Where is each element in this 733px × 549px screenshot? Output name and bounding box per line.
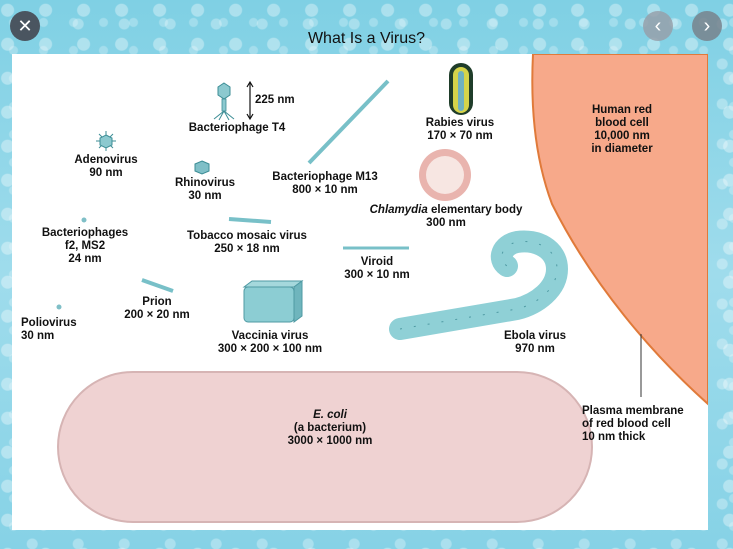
chlamydia-label: Chlamydia elementary body 300 nm xyxy=(354,204,538,230)
rabies-size: 170 × 70 nm xyxy=(427,130,493,142)
f2-line-1: Bacteriophages xyxy=(41,227,129,239)
rabies-virus-label: Rabies virus 170 × 70 nm xyxy=(410,117,510,143)
polio-name: Poliovirus xyxy=(21,317,77,329)
chlamydia-size: 300 nm xyxy=(426,217,466,229)
vaccinia-virus-label: Vaccinia virus 300 × 200 × 100 nm xyxy=(200,330,340,356)
ecoli-label: E. coli (a bacterium) 3000 × 1000 nm xyxy=(260,409,400,448)
chlamydia-rest: elementary body xyxy=(427,204,523,216)
pm-line-1: Plasma membrane xyxy=(582,405,684,417)
chlamydia-shape xyxy=(419,149,471,201)
ebola-size: 970 nm xyxy=(515,343,555,355)
adenovirus-label: Adenovirus 90 nm xyxy=(58,154,154,180)
polio-size: 30 nm xyxy=(21,330,55,342)
red-blood-cell-shape xyxy=(531,54,708,406)
adenovirus-name: Adenovirus xyxy=(74,154,138,166)
ecoli-size: 3000 × 1000 nm xyxy=(287,435,373,447)
m13-size: 800 × 10 nm xyxy=(292,184,358,196)
rbc-line-1: Human red xyxy=(591,104,653,116)
close-icon: ✕ xyxy=(17,15,33,36)
rhinovirus-size: 30 nm xyxy=(188,190,222,202)
f2-line-2: f2, MS2 xyxy=(64,240,106,252)
viroid-label: Viroid 300 × 10 nm xyxy=(332,256,422,282)
tobacco-mosaic-virus-shape xyxy=(228,217,272,224)
rbc-line-3: 10,000 nm xyxy=(594,130,650,142)
red-blood-cell-label: Human red blood cell 10,000 nm in diamet… xyxy=(572,104,672,156)
vaccinia-name: Vaccinia virus xyxy=(231,330,309,342)
plasma-membrane-label: Plasma membrane of red blood cell 10 nm … xyxy=(582,405,684,444)
bacteriophage-m13-shape xyxy=(307,79,390,165)
ebola-virus-label: Ebola virus 970 nm xyxy=(490,330,580,356)
chevron-right-icon: › xyxy=(703,14,711,37)
virus-size-diagram xyxy=(56,54,708,523)
bacteriophage-m13-label: Bacteriophage M13 800 × 10 nm xyxy=(260,171,390,197)
rabies-name: Rabies virus xyxy=(425,117,495,129)
scale-arrow xyxy=(246,80,254,121)
tmv-size: 250 × 18 nm xyxy=(214,243,280,255)
adenovirus-shape xyxy=(96,131,116,151)
prion-label: Prion 200 × 20 nm xyxy=(112,296,202,322)
viroid-size: 300 × 10 nm xyxy=(344,269,410,281)
bacteriophage-f2-shape xyxy=(81,217,87,223)
ecoli-desc: (a bacterium) xyxy=(293,422,367,434)
next-slide-button[interactable]: › xyxy=(692,11,722,41)
previous-slide-button[interactable]: ‹ xyxy=(643,11,673,41)
poliovirus-shape xyxy=(56,304,62,310)
close-button[interactable]: ✕ xyxy=(10,11,40,41)
slide-title: What Is a Virus? xyxy=(307,30,426,47)
rbc-line-4: in diameter xyxy=(591,143,653,155)
bacteriophage-t4-label: Bacteriophage T4 xyxy=(188,122,286,134)
tmv-name: Tobacco mosaic virus xyxy=(187,230,307,242)
chevron-left-icon: ‹ xyxy=(654,14,662,37)
poliovirus-label: Poliovirus 30 nm xyxy=(21,317,77,343)
tobacco-mosaic-virus-label: Tobacco mosaic virus 250 × 18 nm xyxy=(172,230,322,256)
rhinovirus-label: Rhinovirus 30 nm xyxy=(160,177,250,203)
bacteriophage-f2-label: Bacteriophages f2, MS2 24 nm xyxy=(30,227,140,266)
prion-size: 200 × 20 nm xyxy=(124,309,190,321)
f2-size: 24 nm xyxy=(68,253,102,265)
pm-line-2: of red blood cell xyxy=(582,418,671,430)
chlamydia-name: Chlamydia xyxy=(369,204,428,216)
rhinovirus-name: Rhinovirus xyxy=(174,177,236,189)
ecoli-name: E. coli xyxy=(313,409,347,421)
vaccinia-virus-shape xyxy=(242,280,304,323)
pm-line-3: 10 nm thick xyxy=(582,431,646,443)
viroid-name: Viroid xyxy=(360,256,394,268)
rhinovirus-shape xyxy=(194,160,210,175)
scale-label: 225 nm xyxy=(255,94,295,106)
ebola-name: Ebola virus xyxy=(504,330,566,342)
vaccinia-size: 300 × 200 × 100 nm xyxy=(217,343,323,355)
prion-shape xyxy=(141,278,174,293)
adenovirus-size: 90 nm xyxy=(89,167,123,179)
ecoli-shape xyxy=(57,371,593,523)
m13-name: Bacteriophage M13 xyxy=(272,171,378,183)
bacteriophage-t4-shape xyxy=(213,82,235,121)
rabies-virus-shape xyxy=(449,63,473,115)
rbc-line-2: blood cell xyxy=(595,117,649,129)
ebola-virus-shape xyxy=(389,230,569,340)
prion-name: Prion xyxy=(142,296,172,308)
slide-image: 225 nm Bacteriophage T4 Adenovirus 90 nm… xyxy=(12,54,708,530)
